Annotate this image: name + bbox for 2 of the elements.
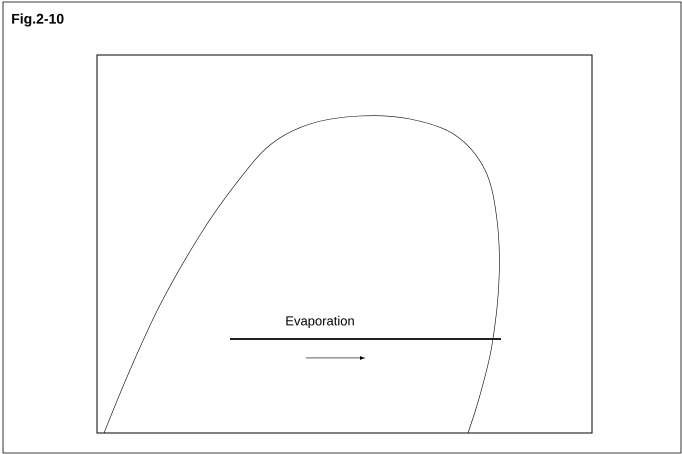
figure-title: Fig.2-10 xyxy=(12,13,64,27)
process-label: Evaporation xyxy=(286,316,354,328)
